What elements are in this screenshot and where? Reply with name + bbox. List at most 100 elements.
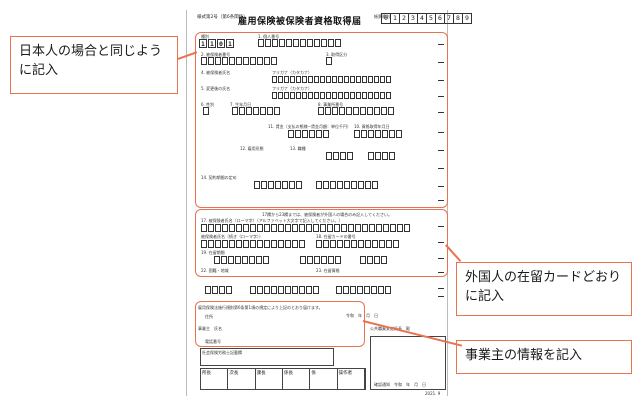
- entry-box: [325, 107, 331, 115]
- entry-box: [313, 286, 319, 294]
- entry-box: [318, 107, 324, 115]
- period-of-stay-boxes: [214, 256, 270, 264]
- dispatch-boxes: [360, 256, 388, 264]
- entry-box: [335, 256, 341, 264]
- entry-box: [344, 181, 350, 189]
- entry-box: [351, 240, 357, 248]
- entry-box: [205, 286, 211, 294]
- entry-box: [326, 76, 331, 83]
- type-digit: 1: [199, 39, 207, 48]
- side-tick: [438, 44, 444, 45]
- approval-cell: 課長: [256, 369, 283, 389]
- entry-box: [309, 130, 315, 138]
- entry-box: [316, 240, 322, 248]
- entry-box: [201, 240, 207, 248]
- employer-address-label: 住所: [205, 314, 213, 319]
- entry-box: [389, 130, 395, 138]
- entry-box: [314, 39, 320, 47]
- entry-box: [229, 57, 235, 65]
- entry-box: [290, 92, 295, 99]
- entry-box: [314, 76, 319, 83]
- entry-box: [346, 107, 352, 115]
- period-of-stay-label: 19. 在留期間: [201, 250, 225, 255]
- entry-box: [383, 224, 389, 232]
- entry-box: [332, 92, 337, 99]
- entry-box: [341, 224, 347, 232]
- entry-box: [393, 240, 399, 248]
- furigana-boxes: [272, 76, 392, 83]
- entry-box: [243, 57, 249, 65]
- entry-box: [368, 92, 373, 99]
- entry-box: [265, 39, 271, 47]
- entry-box: [376, 224, 382, 232]
- entry-box: [235, 256, 241, 264]
- entry-box: [344, 76, 349, 83]
- entry-box: [271, 224, 277, 232]
- entry-box: [326, 152, 332, 160]
- entry-box: [289, 181, 295, 189]
- entry-box: [215, 240, 221, 248]
- entry-box: [271, 57, 277, 65]
- entry-box: [222, 240, 228, 248]
- entry-box: [278, 92, 283, 99]
- entry-box: [381, 256, 387, 264]
- entry-box: [264, 286, 270, 294]
- entry-box: [236, 240, 242, 248]
- entry-box: [396, 130, 402, 138]
- entry-box: [264, 240, 270, 248]
- entry-box: [357, 286, 363, 294]
- foreigner-section-frame: [195, 209, 448, 277]
- entry-box: [267, 107, 273, 115]
- weekly-hours-boxes: [368, 152, 396, 160]
- entry-box: [332, 76, 337, 83]
- entry-box: [306, 286, 312, 294]
- employer-phone-label: 電話番号: [205, 339, 221, 344]
- entry-box: [272, 39, 278, 47]
- entry-box: [343, 286, 349, 294]
- entry-box: [254, 181, 260, 189]
- form-code: 様式第2号（第6条関係）: [197, 15, 248, 20]
- entry-box: [299, 224, 305, 232]
- entry-box: [258, 39, 264, 47]
- entry-box: [307, 256, 313, 264]
- entry-box: [323, 181, 329, 189]
- side-tick: [438, 168, 444, 169]
- entry-box: [323, 130, 329, 138]
- entry-box: [264, 224, 270, 232]
- side-tick: [438, 200, 444, 201]
- foreigner-header: 17欄から23欄までは、被保険者が外国人の場合のみ記入してください。: [262, 212, 392, 217]
- entry-box: [347, 152, 353, 160]
- entry-box: [215, 57, 221, 65]
- entry-box: [321, 256, 327, 264]
- entry-box: [257, 240, 263, 248]
- entry-box: [214, 256, 220, 264]
- entry-box: [268, 181, 274, 189]
- employer-section-frame: [195, 301, 365, 347]
- entry-box: [293, 39, 299, 47]
- entry-box: [260, 107, 266, 115]
- acquisition-reason-label: 3. 取得区分: [326, 52, 348, 57]
- name-label: 4. 被保険者氏名: [201, 70, 231, 75]
- entry-box: [404, 224, 410, 232]
- entry-box: [296, 92, 301, 99]
- entry-box: [288, 130, 294, 138]
- office-use-boxes-3: [336, 286, 392, 294]
- entry-box: [385, 286, 391, 294]
- approval-cell: 係長: [283, 369, 311, 389]
- side-tick: [438, 272, 444, 273]
- entry-box: [243, 224, 249, 232]
- entry-box: [274, 107, 280, 115]
- entry-box: [302, 92, 307, 99]
- entry-box: [275, 181, 281, 189]
- entry-box: [257, 224, 263, 232]
- entry-box: [243, 240, 249, 248]
- entry-box: [232, 107, 238, 115]
- changed-name-label: 5. 変更後の氏名: [201, 86, 231, 91]
- entry-box: [284, 76, 289, 83]
- entry-box: [364, 286, 370, 294]
- sex-box: [203, 107, 210, 115]
- entry-box: [374, 107, 380, 115]
- side-tick: [438, 80, 444, 81]
- entry-box: [302, 76, 307, 83]
- approval-cell: 次長: [228, 369, 256, 389]
